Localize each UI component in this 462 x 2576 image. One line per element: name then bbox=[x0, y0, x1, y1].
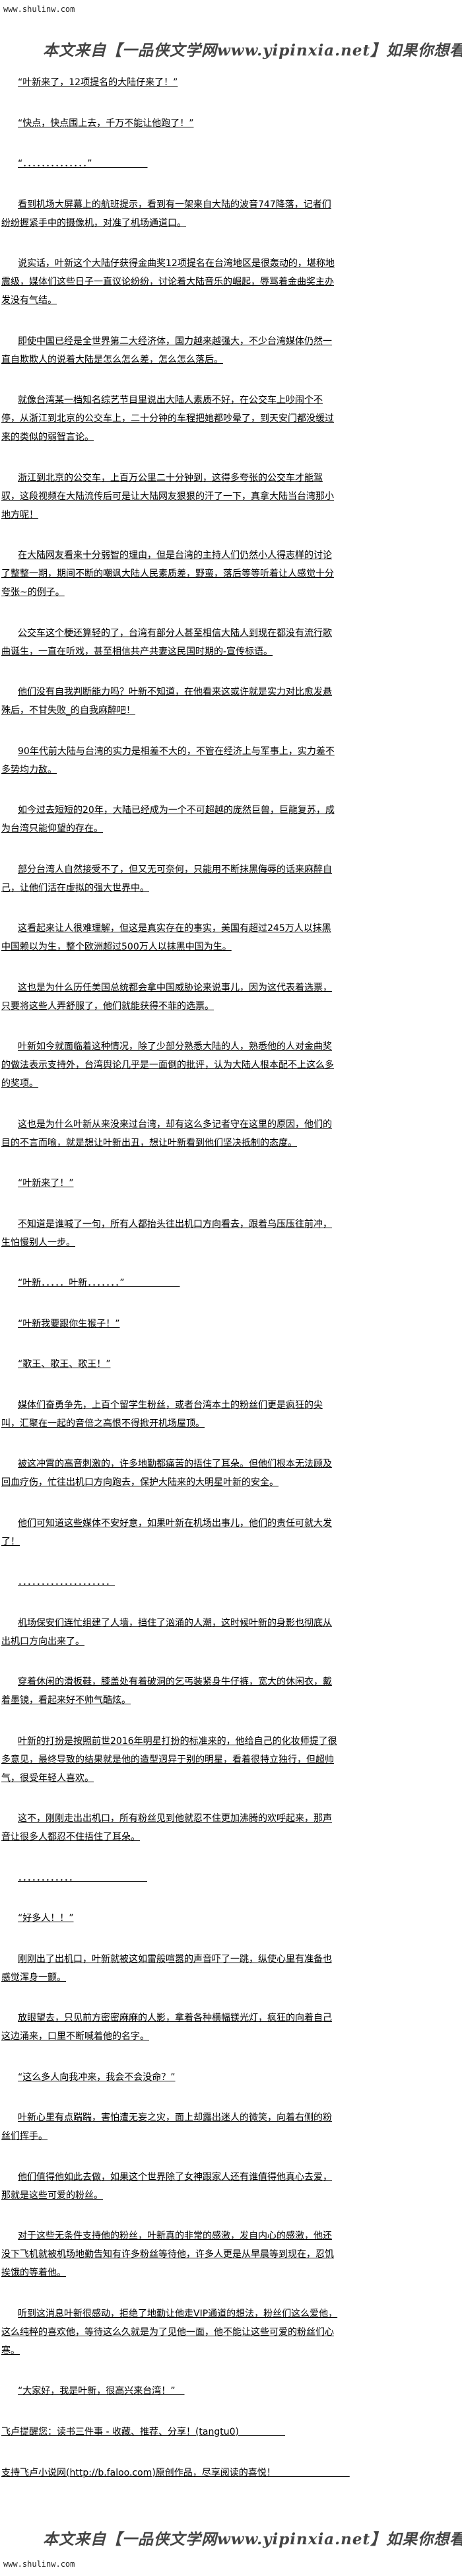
paragraph: 这也是为什么叶新从来没来过台湾，却有这么多记者守在这里的原因，他们的目的不言而喻… bbox=[1, 1119, 332, 1148]
paragraph: “叶新来了！” bbox=[18, 1178, 74, 1189]
paragraph: 媒体们奋勇争先，上百个留学生粉丝，或者台湾本土的粉丝们更是疯狂的尖叫，汇聚在一起… bbox=[1, 1399, 323, 1429]
paragraph: 对于这些无条件支持他的粉丝，叶新真的非常的感激，发自内心的感激，他还没下飞机就被… bbox=[1, 2231, 334, 2278]
paragraph: 不知道是谁喊了一句，所有人都抬头往出机口方向看去，跟着乌压压往前冲，生怕慢别人一… bbox=[1, 1218, 332, 1248]
paragraph: 放眼望去，只见前方密密麻麻的人影，拿着各种横幅镁光灯，疯狂的向着自己这边涌来，口… bbox=[1, 2013, 332, 2042]
paragraph: “好多人！！” bbox=[18, 1913, 74, 1924]
paragraph: “歌王、歌王、歌王！” bbox=[18, 1359, 111, 1370]
source-banner-bottom: 本文来自【一品侠文学网www.yipinxia.net】如果你想看完整版小说，请 bbox=[43, 2530, 462, 2548]
paragraph: “叶新．．．．．叶新．．．．．．．” bbox=[18, 1278, 180, 1288]
paragraph: “叶新来了，12项提名的大陆仔来了！” bbox=[18, 77, 178, 88]
paragraph: 这也是为什么历任美国总统都会拿中国威胁论来说事儿，因为这代表着选票，只要将这些人… bbox=[1, 982, 332, 1012]
paragraph: 这不，刚刚走出出机口，所有粉丝见到他就忍不住更加沸腾的欢呼起来，那声音让很多人都… bbox=[1, 1813, 332, 1842]
paragraph: 在大陆网友看来十分弱智的理由，但是台湾的主持人们仍然小人得志样的讨论了整整一期，… bbox=[1, 550, 334, 598]
paragraph: “快点，快点围上去，千万不能让他跑了！” bbox=[18, 118, 194, 129]
paragraph: 叶新如今就面临着这种情况，除了少部分熟悉大陆的人，熟悉他的人对金曲奖的做法表示支… bbox=[1, 1041, 334, 1089]
paragraph: 穿着休闲的滑板鞋，膝盖处有着破洞的乞丐装紧身牛仔裤，宽大的休闲衣，戴着墨镜，看起… bbox=[1, 1677, 332, 1706]
paragraph: 部分台湾人自然接受不了，但又无可奈何，只能用不断抹黑侮辱的话来麻醉自己，让他们活… bbox=[1, 864, 332, 893]
source-banner-top: 本文来自【一品侠文学网www.yipinxia.net】如果你想看完整版小说，请 bbox=[43, 42, 462, 59]
paragraph: 公交车这个梗还算轻的了，台湾有部分人甚至相信大陆人到现在都没有流行歌曲诞生，一直… bbox=[1, 627, 332, 657]
paragraph: 这看起来让人很难理解，但这是真实存在的事实，美国有超过245万人以抹黑中国赖以为… bbox=[1, 923, 331, 952]
paragraph: “叶新我要跟你生猴子！” bbox=[18, 1318, 120, 1329]
article-body: “叶新来了，12项提名的大陆仔来了！” “快点，快点围上去，千万不能让他跑了！” “… bbox=[1, 73, 338, 2423]
paragraph: 他们没有自我判断能力吗？叶新不知道，在他看来这或许就是实力对比愈发悬殊后，不甘失… bbox=[1, 687, 332, 716]
paragraph: “大家好，我是叶新，很高兴来台湾！” bbox=[18, 2386, 185, 2396]
site-domain-header: www.shulinw.com bbox=[3, 5, 75, 14]
paragraph: 叶新心里有点踹踹，害怕遭无妄之灾，面上却露出迷人的微笑，向着右侧的粉丝们挥手。 bbox=[1, 2112, 332, 2141]
paragraph: 说实话，叶新这个大陆仔获得金曲奖12项提名在台湾地区是很轰动的，堪称地震级，媒体… bbox=[1, 258, 335, 306]
paragraph: 刚刚出了出机口，叶新就被这如雷般喧嚣的声音吓了一跳，纵使心里有准备也感觉浑身一颤… bbox=[1, 1953, 332, 1983]
paragraph: 机场保安们连忙组建了人墙，挡住了汹涌的人潮，这时候叶新的身影也彻底从出机口方向出… bbox=[1, 1617, 332, 1647]
paragraph: ．．．．．．．．．．．． bbox=[18, 1872, 147, 1883]
paragraph: 叶新的打扮是按照前世2016年明星打扮的标准来的，他给自己的化妆师提了很多意见，… bbox=[1, 1735, 337, 1784]
paragraph: 听到这消息叶新很感动，拒绝了地勤让他走VIP通道的想法，粉丝们这么爱他，这么纯粹… bbox=[1, 2308, 338, 2356]
paragraph: “．．．．．．．．．．．．．．” bbox=[18, 158, 148, 169]
paragraph: 他们可知道这些媒体不安好意，如果叶新在机场出事儿，他们的责任可就大发了！ bbox=[1, 1517, 332, 1547]
paragraph: 就像台湾某一档知名综艺节目里说出大陆人素质不好，在公交车上吵闹个不停，从浙江到北… bbox=[1, 395, 334, 442]
paragraph: 如今过去短短的20年，大陆已经成为一个不可超越的庞然巨兽，巨龍复苏，成为台湾只能… bbox=[1, 805, 335, 834]
paragraph: 90年代前大陆与台湾的实力是相差不大的，不管在经济上与军事上，实力差不多势均力敌… bbox=[1, 746, 335, 775]
site-domain-footer: www.shulinw.com bbox=[3, 2559, 75, 2569]
paragraph: ．．．．．．．．．．．．．．．．．．．． bbox=[18, 1577, 115, 1587]
paragraph: 看到机场大屏幕上的航班提示，看到有一架来自大陆的波音747降落，记者们纷纷握紧手… bbox=[1, 199, 331, 228]
paragraph: “这么多人向我冲来，我会不会没命？” bbox=[18, 2071, 176, 2083]
reminder-line: 飞卢提醒您：读书三件事 - 收藏、推荐、分享！(tangtu0) bbox=[1, 2426, 285, 2437]
paragraph: 即使中国已经是全世界第二大经济体，国力越来越强大，不少台湾媒体仍然一直自欺欺人的… bbox=[1, 335, 332, 365]
paragraph: 他们值得他如此去做，如果这个世界除了女神跟家人还有谁值得他真心去爱，那就是这些可… bbox=[1, 2171, 332, 2201]
support-link[interactable]: 支持飞卢小说网(http://b.faloo.com)原创作品，尽享阅读的喜悦！ bbox=[1, 2467, 350, 2478]
paragraph: 被这冲霄的高音刺激的，许多地勤都痛苦的捂住了耳朵。但他们根本无法顾及回血疗伤，忙… bbox=[1, 1459, 332, 1488]
paragraph: 浙江到北京的公交车，上百万公里二十分钟到，这得多夸张的公交车才能驾驭，这段视频在… bbox=[1, 472, 334, 520]
